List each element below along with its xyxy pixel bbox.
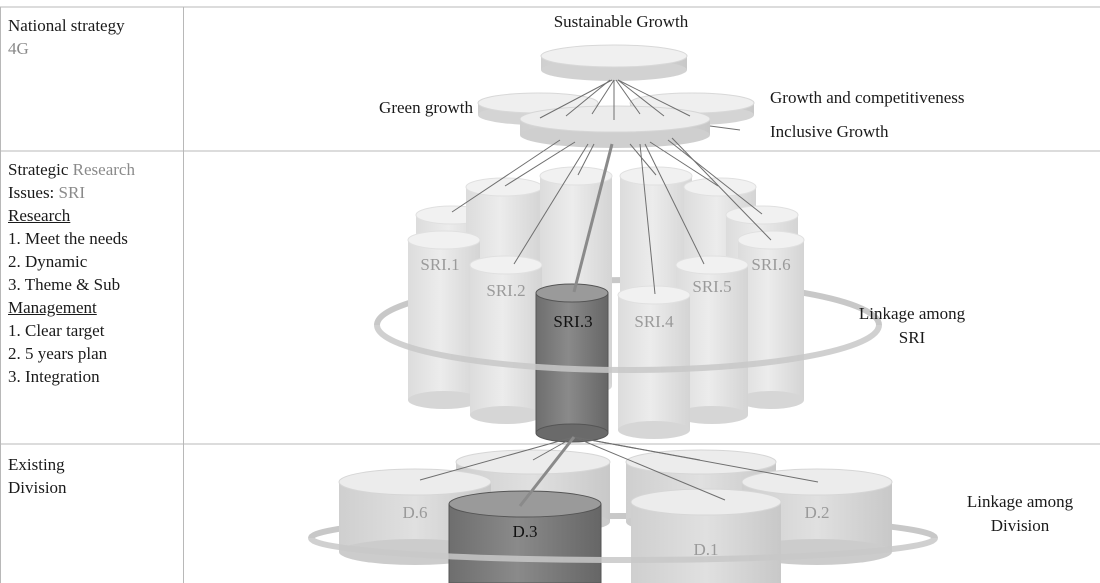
- row-text-line: 3. Theme & Sub: [8, 275, 121, 294]
- row-text-segment: Strategic: [8, 160, 73, 179]
- row-text-line: 2. Dynamic: [8, 252, 88, 271]
- linkage-division-label-line1: Linkage among: [967, 492, 1074, 511]
- row-text-segment: Research: [72, 160, 135, 179]
- division-cylinder-3-highlighted: [448, 490, 602, 583]
- row-text-line: 1. Clear target: [8, 321, 105, 340]
- row-text-line: Management: [8, 298, 97, 317]
- sri3-main-connector: [572, 143, 614, 293]
- division-cylinder-1: [630, 488, 782, 583]
- sri-cylinder-4: [617, 285, 691, 439]
- row-text-line: 2. 5 years plan: [8, 344, 108, 363]
- d3-main-connector: [518, 436, 576, 507]
- sri-cylinder-6: [737, 230, 805, 409]
- growth-competitiveness-label: Growth and competitiveness: [770, 88, 965, 107]
- linkage-sri-label-line1: Linkage among: [859, 304, 966, 323]
- row-text-line: Existing: [8, 455, 65, 474]
- diagram-labels: Sustainable Growth Green growth Growth a…: [379, 12, 1074, 559]
- sri1-label: SRI.1: [420, 255, 459, 274]
- sri3-label: SRI.3: [553, 312, 592, 331]
- row-text-line: 1. Meet the needs: [8, 229, 128, 248]
- row-text-line: 4G: [8, 39, 29, 58]
- sri-connector-lines: [451, 79, 772, 295]
- growth-disks: [477, 44, 755, 148]
- sri6-label: SRI.6: [751, 255, 790, 274]
- sri-linkage-ring-front: [374, 324, 882, 373]
- row-text-line: Division: [8, 478, 67, 497]
- green-growth-label: Green growth: [379, 98, 473, 117]
- division-6-label: D.6: [402, 503, 427, 522]
- table-grid: [0, 6, 1100, 583]
- division-connector-lines: [419, 436, 819, 501]
- row-text-segment: Issues:: [8, 183, 59, 202]
- sri5-label: SRI.5: [692, 277, 731, 296]
- sri-cylinders-front: [407, 230, 805, 443]
- row-text-line: National strategy: [8, 16, 125, 35]
- sri-cylinder-2: [469, 255, 543, 424]
- row-national-strategy-label: National strategy 4G: [8, 14, 125, 60]
- disk-inclusive-growth: [519, 105, 711, 148]
- linkage-sri-label-line2: SRI: [899, 328, 926, 347]
- row-text-segment: SRI: [58, 183, 85, 202]
- division-cylinders: [338, 449, 893, 583]
- sri-cylinder-3-highlighted: [535, 283, 609, 443]
- row-text-line: Strategic Research: [8, 158, 135, 181]
- division-1-label: D.1: [693, 540, 718, 559]
- sri-cylinder-1: [407, 230, 481, 409]
- inclusive-growth-label: Inclusive Growth: [770, 122, 889, 141]
- linkage-division-label-line2: Division: [991, 516, 1050, 535]
- division-linkage-ring-front: [308, 536, 938, 563]
- row-text-line: Research: [8, 206, 71, 225]
- row-text-line: Issues: SRI: [8, 181, 135, 204]
- sri2-label: SRI.2: [486, 281, 525, 300]
- sustainable-growth-label: Sustainable Growth: [554, 12, 689, 31]
- division-3-label: D.3: [512, 522, 537, 541]
- disk-sustainable-growth: [540, 44, 688, 81]
- sri4-label: SRI.4: [634, 312, 674, 331]
- division-2-label: D.2: [804, 503, 829, 522]
- row-text-line: 3. Integration: [8, 367, 100, 386]
